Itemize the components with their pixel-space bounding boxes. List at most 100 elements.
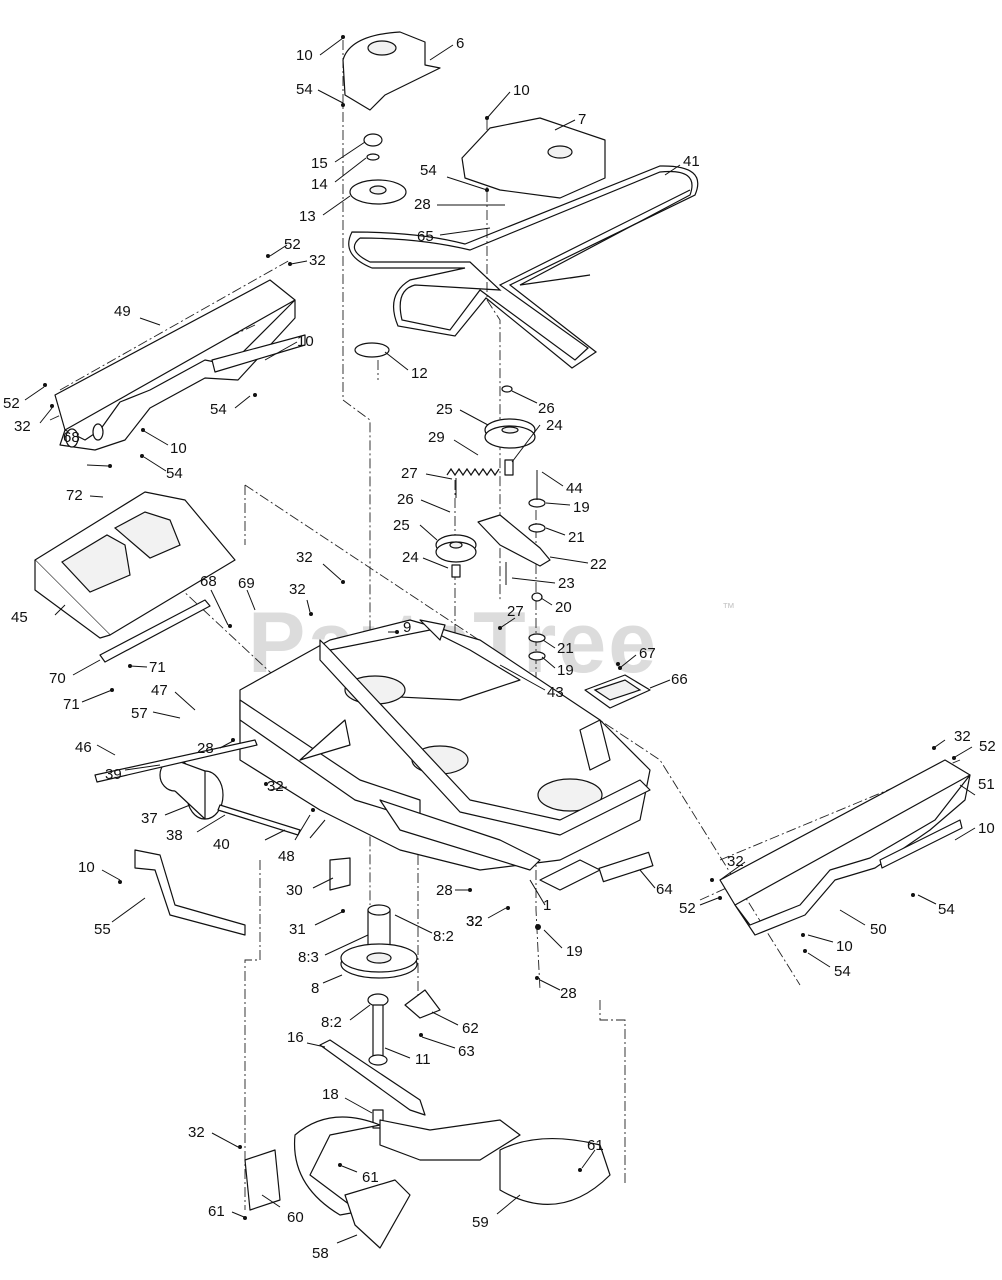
callout: 11 (415, 1051, 431, 1068)
callout: 31 (289, 921, 306, 938)
pulley-cover-right (461, 117, 606, 199)
callout: 8:2 (321, 1014, 342, 1031)
callout: 60 (287, 1209, 304, 1226)
callout: 45 (11, 609, 28, 626)
callout: 62 (462, 1020, 479, 1037)
callout: 8 (311, 980, 319, 997)
callout: 32 (466, 913, 483, 930)
callout: 27 (401, 465, 418, 482)
callout: 28 (436, 882, 453, 899)
callout: 19 (557, 662, 574, 679)
callout: 20 (555, 599, 572, 616)
step-plate (584, 674, 651, 709)
washer-12 (354, 342, 390, 358)
rod-40 (217, 804, 301, 836)
callout: 26 (397, 491, 414, 508)
side-baffle (134, 849, 246, 936)
callout: 14 (311, 176, 328, 193)
idler-arm (477, 514, 551, 567)
callout: 27 (507, 603, 524, 620)
callout: 58 (312, 1245, 329, 1262)
callout-labels: 10 6 54 10 7 15 14 13 54 41 28 65 52 32 … (3, 35, 996, 1262)
callout: 15 (311, 155, 328, 172)
mower-deck (239, 619, 651, 891)
callout: 63 (458, 1043, 475, 1060)
callout: 26 (538, 400, 555, 417)
callout: 54 (420, 162, 437, 179)
callout: 70 (49, 670, 66, 687)
callout: 61 (208, 1203, 225, 1220)
callout: 39 (105, 766, 122, 783)
pulley-stack-top (349, 133, 407, 205)
callout: 10 (78, 859, 95, 876)
bracket-30 (329, 857, 351, 891)
callout: 29 (428, 429, 445, 446)
callout: 32 (309, 252, 326, 269)
callout: 10 (978, 820, 995, 837)
callout: 52 (3, 395, 20, 412)
idler-pulley-lower (435, 534, 477, 563)
callout: 32 (954, 728, 971, 745)
callout: 32 (727, 853, 744, 870)
callout: 10 (297, 333, 314, 350)
callout: 19 (573, 499, 590, 516)
callout: 9 (403, 619, 411, 636)
callout: 32 (14, 418, 31, 435)
callout: 25 (393, 517, 410, 534)
callout: 65 (417, 228, 434, 245)
callout: 30 (286, 882, 303, 899)
callout: 19 (566, 943, 583, 960)
callout: 50 (870, 921, 887, 938)
callout: 22 (590, 556, 607, 573)
callout: 16 (287, 1029, 304, 1046)
hanger-bracket (99, 599, 211, 663)
callout: 67 (639, 645, 656, 662)
callout: 8:2 (433, 928, 454, 945)
callout: 68 (63, 429, 80, 446)
callout: 1 (543, 897, 551, 914)
callout: 54 (296, 81, 313, 98)
callout: 12 (411, 365, 428, 382)
callout: 54 (166, 465, 183, 482)
callout: 59 (472, 1214, 489, 1231)
callout: 24 (402, 549, 419, 566)
callout: 28 (197, 740, 214, 757)
callout: 10 (513, 82, 530, 99)
callout: 24 (546, 417, 563, 434)
rear-baffles (244, 1116, 611, 1249)
belt-cover-right (719, 759, 971, 936)
callout: 10 (836, 938, 853, 955)
callout: 55 (94, 921, 111, 938)
callout: 71 (149, 659, 166, 676)
callout: 38 (166, 827, 183, 844)
leader-lines (24, 37, 976, 1244)
callout: 32 (267, 778, 284, 795)
callout: 52 (679, 900, 696, 917)
blade (319, 1039, 426, 1116)
callout: 18 (322, 1086, 339, 1103)
callout: 10 (170, 440, 187, 457)
logo-plate (598, 851, 654, 883)
callout: 13 (299, 208, 316, 225)
callout: 52 (284, 236, 301, 253)
callout: 32 (289, 581, 306, 598)
callout: 54 (834, 963, 851, 980)
spring (446, 467, 500, 477)
callout: 32 (188, 1124, 205, 1141)
callout: 69 (238, 575, 255, 592)
belt-cover-left (54, 279, 306, 451)
spindle-assembly (340, 904, 418, 1129)
callout: 7 (578, 111, 586, 128)
callout: 21 (568, 529, 585, 546)
callout: 32 (466, 913, 483, 930)
callout: 52 (979, 738, 996, 755)
callout: 43 (547, 684, 564, 701)
callout: 23 (558, 575, 575, 592)
callout: 47 (151, 682, 168, 699)
callout: 8:3 (298, 949, 319, 966)
bracket-62 (404, 989, 441, 1019)
front-shield (34, 491, 236, 639)
idler-pulley-upper (484, 418, 536, 449)
watermark-trademark: ™ (722, 600, 735, 615)
